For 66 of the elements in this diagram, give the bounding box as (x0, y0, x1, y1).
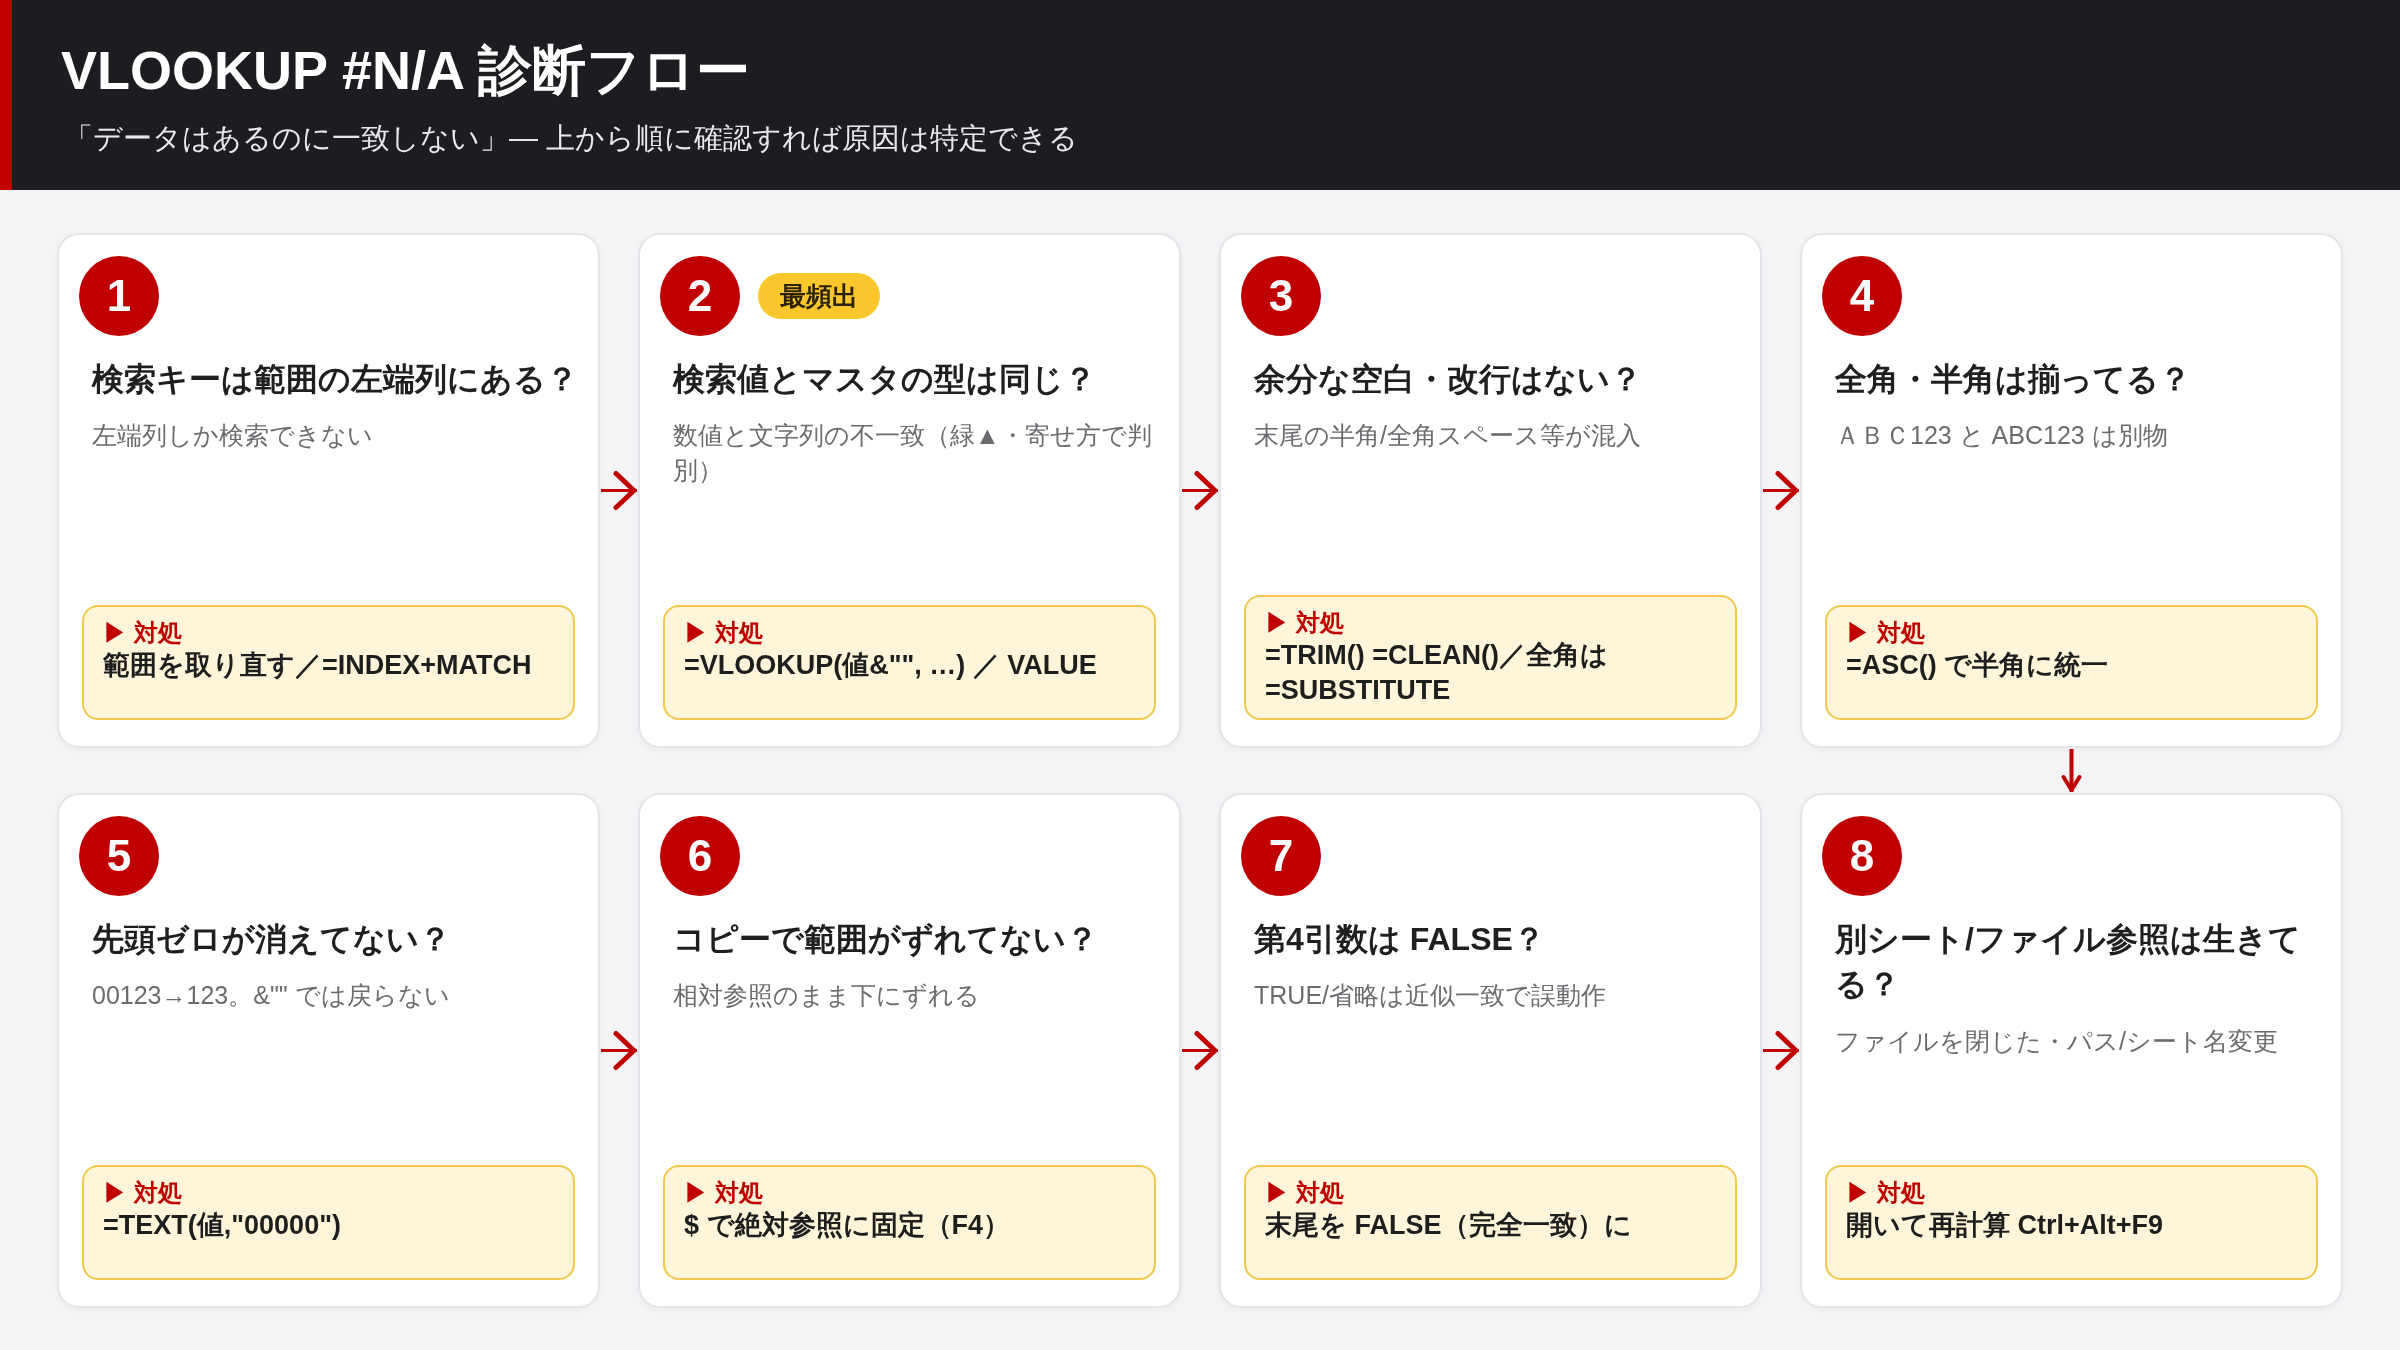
step-card (1219, 233, 1762, 748)
fix-box (663, 1165, 1156, 1280)
step-question: 余分な空白・改行はない？ (1254, 360, 1643, 399)
fix-text: 開いて再計算 Ctrl+Alt+F9 (1846, 1209, 2165, 1243)
step-question: 全角・半角は揃ってる？ (1835, 360, 2192, 399)
fix-text: =VLOOKUP(値&"", …) ／ VALUE (684, 649, 1098, 683)
arrow (1182, 1031, 1218, 1070)
arrow (1763, 471, 1799, 510)
fix-text: =TEXT(値,"00000") (103, 1209, 342, 1243)
fix-label: ▶ 対処 (1265, 607, 1345, 638)
fix-box (1825, 1165, 2318, 1280)
step-number: 7 (1241, 816, 1321, 896)
step-note: ＡＢＣ123 と ABC123 は別物 (1835, 420, 2169, 452)
step-card (638, 793, 1181, 1308)
fix-text: 末尾を FALSE（完全一致）に (1265, 1209, 1633, 1243)
step-question: 先頭ゼロが消えてない？ (92, 920, 452, 959)
highlight-badge: 最頻出 (758, 273, 880, 319)
step-card (1800, 793, 2343, 1308)
step-card (638, 233, 1181, 748)
step-note: TRUE/省略は近似一致で誤動作 (1254, 980, 1607, 1012)
fix-box (663, 605, 1156, 720)
step-card (1219, 793, 1762, 1308)
arrow (1763, 1031, 1799, 1070)
fix-label: ▶ 対処 (103, 1178, 183, 1208)
arrow (601, 1031, 637, 1070)
arrow (1182, 471, 1218, 510)
step-number: 2 (660, 256, 740, 336)
step-card (57, 793, 600, 1308)
page-title: VLOOKUP #N/A 診断フロー (61, 39, 751, 102)
step-note: 左端列しか検索できない (92, 420, 374, 452)
step-number: 3 (1241, 256, 1321, 336)
page-subtitle: 「データはあるのに一致しない」— 上から順に確認すれば原因は特定できる (64, 121, 1079, 156)
step-number: 1 (79, 256, 159, 336)
fix-label: ▶ 対処 (1846, 618, 1926, 648)
step-question: 別シート/ファイル参照は生きてる？ (1835, 920, 2302, 1005)
fix-box (1244, 594, 1737, 720)
step-number: 5 (79, 816, 159, 896)
step-question: 第4引数は FALSE？ (1254, 920, 1546, 959)
fix-text: =TRIM() =CLEAN()／全角は=SUBSTITUTE (1265, 638, 1609, 707)
fix-label: ▶ 対処 (103, 618, 183, 648)
fix-box (1825, 605, 2318, 720)
fix-label: ▶ 対処 (1265, 1178, 1345, 1208)
step-question: 検索値とマスタの型は同じ？ (673, 360, 1097, 399)
fix-text: =ASC() で半角に統一 (1846, 649, 2110, 683)
step-note: ファイルを閉じた・パス/シート名変更 (1835, 1025, 2279, 1057)
arrow (2061, 749, 2082, 792)
step-card (57, 233, 600, 748)
step-number: 4 (1822, 256, 1902, 336)
step-note: 00123→123。&"" では戻らない (92, 980, 451, 1012)
fix-box (82, 605, 575, 720)
step-question: コピーで範囲がずれてない？ (673, 920, 1099, 959)
fix-text: $ で絶対参照に固定（F4） (684, 1209, 1012, 1243)
step-number: 8 (1822, 816, 1902, 896)
step-number: 6 (660, 816, 740, 896)
fix-label: ▶ 対処 (684, 1178, 764, 1208)
step-note: 末尾の半角/全角スペース等が混入 (1254, 420, 1642, 452)
fix-label: ▶ 対処 (1846, 1178, 1926, 1208)
arrow (601, 471, 637, 510)
fix-box (1244, 1165, 1737, 1280)
step-card (1800, 233, 2343, 748)
step-note: 相対参照のまま下にずれる (673, 980, 981, 1012)
step-note: 数値と文字列の不一致（緑▲・寄せ方で判別） (673, 420, 1153, 487)
fix-box (82, 1165, 575, 1280)
step-question: 検索キーは範囲の左端列にある？ (92, 360, 579, 399)
fix-text: 範囲を取り直す／=INDEX+MATCH (103, 649, 533, 683)
fix-label: ▶ 対処 (684, 618, 764, 648)
